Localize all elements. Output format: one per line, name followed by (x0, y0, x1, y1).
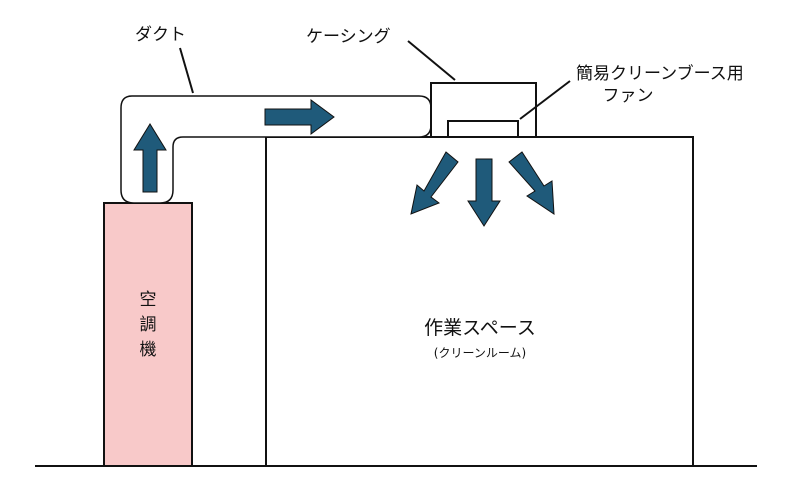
fan (447, 120, 519, 138)
duct-label: ダクト (135, 25, 186, 45)
aircon-label-2: 調 (140, 315, 157, 335)
air-conditioner (103, 202, 193, 467)
casing-label: ケーシング (306, 27, 391, 47)
casing-callout-line (407, 40, 456, 81)
airflow-arrow-down (467, 158, 501, 227)
aircon-label-1: 空 (140, 290, 157, 310)
duct-callout-line (179, 47, 194, 94)
airflow-arrow-left (410, 151, 459, 215)
fan-label-line1: 簡易クリーンブース用 (576, 63, 744, 84)
duct-arrow-right (264, 99, 335, 135)
airflow-arrow-right (508, 151, 555, 215)
fan-callout-line (519, 80, 571, 120)
fan-label-line2: ファン (603, 86, 654, 106)
aircon-label-3: 機 (140, 340, 157, 360)
workspace-sublabel: (クリーンルーム) (434, 346, 526, 360)
workspace-label: 作業スペース (424, 317, 536, 339)
duct-arrow-up (133, 123, 167, 193)
